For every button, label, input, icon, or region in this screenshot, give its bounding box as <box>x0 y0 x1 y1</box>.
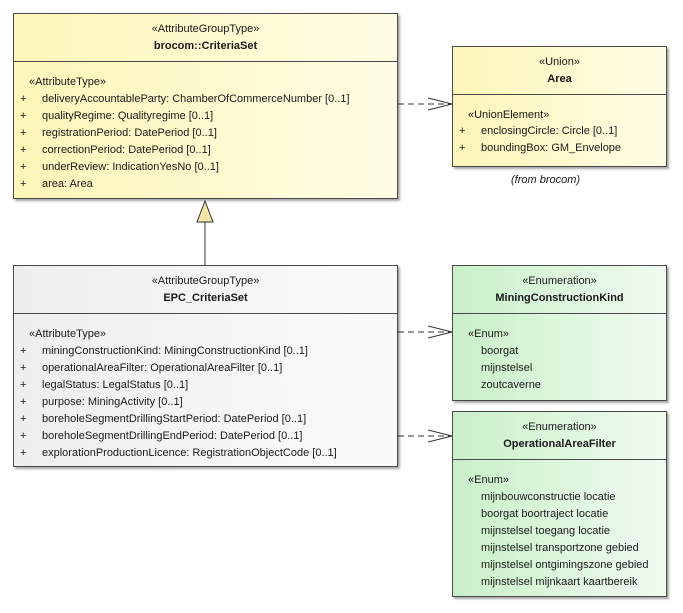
class-stereotype: «Union» <box>539 56 580 68</box>
attribute-row: +qualityRegime: Qualityregime [0..1] <box>20 110 214 122</box>
attribute-row: +boreholeSegmentDrillingEndPeriod: DateP… <box>20 430 303 442</box>
class-header: «AttributeGroupType» brocom::CriteriaSet <box>14 14 397 62</box>
section-stereotype: «AttributeType» <box>29 328 107 340</box>
class-name: Area <box>547 73 572 85</box>
enum-literal: mijnstelsel ontgimingszone gebied <box>481 559 649 571</box>
generalization-arrowhead <box>196 199 214 223</box>
attribute-section: «AttributeType» +miningConstructionKind:… <box>14 314 397 467</box>
enum-mining-construction-kind[interactable]: «Enumeration» MiningConstructionKind «En… <box>452 265 667 401</box>
attribute-section: «AttributeType» +deliveryAccountablePart… <box>14 62 397 199</box>
attribute-row: +enclosingCircle: Circle [0..1] <box>459 125 618 137</box>
attribute-row: +area: Area <box>20 178 93 190</box>
enum-literal: mijnstelsel mijnkaart kaartbereik <box>481 576 638 588</box>
attribute-row: +deliveryAccountableParty: ChamberOfComm… <box>20 93 350 105</box>
enum-operational-area-filter[interactable]: «Enumeration» OperationalAreaFilter «Enu… <box>452 411 667 597</box>
attribute-row: +legalStatus: LegalStatus [0..1] <box>20 379 189 391</box>
attribute-row: +miningConstructionKind: MiningConstruct… <box>20 345 308 357</box>
attribute-row: +underReview: IndicationYesNo [0..1] <box>20 161 219 173</box>
class-stereotype: «Enumeration» <box>522 275 597 287</box>
from-package-note: (from brocom) <box>511 174 581 186</box>
class-name: OperationalAreaFilter <box>503 438 616 450</box>
class-area[interactable]: «Union» Area «UnionElement» +enclosingCi… <box>452 46 667 167</box>
class-stereotype: «AttributeGroupType» <box>151 275 260 287</box>
section-stereotype: «Enum» <box>468 328 509 340</box>
section-stereotype: «UnionElement» <box>468 109 550 121</box>
class-epc-criteria-set[interactable]: «AttributeGroupType» EPC_CriteriaSet «At… <box>13 265 398 467</box>
class-name: brocom::CriteriaSet <box>153 40 258 52</box>
class-stereotype: «AttributeGroupType» <box>151 23 260 35</box>
enum-literal: mijnstelsel toegang locatie <box>481 525 611 537</box>
attribute-row: +purpose: MiningActivity [0..1] <box>20 396 183 408</box>
class-header: «AttributeGroupType» EPC_CriteriaSet <box>14 266 397 314</box>
attribute-row: +boundingBox: GM_Envelope <box>459 142 622 154</box>
class-header: «Union» Area <box>453 47 666 95</box>
enum-literal: mijnstelsel transportzone gebied <box>481 542 639 554</box>
class-stereotype: «Enumeration» <box>522 421 597 433</box>
attribute-row: +correctionPeriod: DatePeriod [0..1] <box>20 144 211 156</box>
enum-literal: boorgat boortraject locatie <box>481 508 609 520</box>
class-header: «Enumeration» OperationalAreaFilter <box>453 412 666 460</box>
class-name: MiningConstructionKind <box>495 292 624 304</box>
enum-literal: mijnbouwconstructie locatie <box>481 491 616 503</box>
literal-section: «Enum» boorgat mijnstelsel zoutcaverne <box>453 314 666 401</box>
enum-literal: zoutcaverne <box>481 379 541 391</box>
class-criteria-set[interactable]: «AttributeGroupType» brocom::CriteriaSet… <box>13 13 398 199</box>
enum-literal: boorgat <box>481 345 519 357</box>
attribute-row: +operationalAreaFilter: OperationalAreaF… <box>20 362 283 374</box>
attribute-row: +explorationProductionLicence: Registrat… <box>20 447 337 459</box>
literal-section: «Enum» mijnbouwconstructie locatie boorg… <box>453 460 666 597</box>
section-stereotype: «AttributeType» <box>29 76 107 88</box>
enum-literal: mijnstelsel <box>481 362 533 374</box>
section-stereotype: «Enum» <box>468 474 509 486</box>
attribute-section: «UnionElement» +enclosingCircle: Circle … <box>453 95 666 167</box>
attribute-row: +boreholeSegmentDrillingStartPeriod: Dat… <box>20 413 307 425</box>
attribute-row: +registrationPeriod: DatePeriod [0..1] <box>20 127 217 139</box>
class-header: «Enumeration» MiningConstructionKind <box>453 266 666 314</box>
class-name: EPC_CriteriaSet <box>163 292 248 304</box>
